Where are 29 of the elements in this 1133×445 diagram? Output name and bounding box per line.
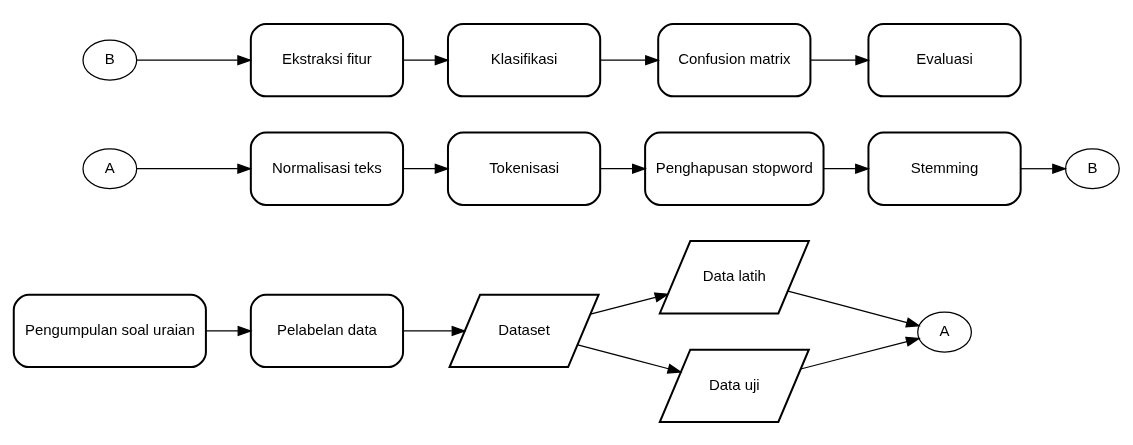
arrow xyxy=(136,162,253,174)
node-box: Tokenisasi xyxy=(446,131,602,206)
node-box: Pelabelan data xyxy=(249,293,405,368)
arrow xyxy=(599,54,661,65)
node-box: Klasifikasi xyxy=(446,22,602,97)
node-ellipse: B xyxy=(82,39,138,81)
node-box: Evaluasi xyxy=(867,22,1022,97)
arrow xyxy=(205,325,253,336)
arrow xyxy=(402,325,467,336)
arrow xyxy=(577,343,683,374)
node-ellipse: A xyxy=(82,147,138,189)
node-ellipse: A xyxy=(917,311,972,353)
node-box: Stemming xyxy=(867,131,1022,206)
node-ellipse: B xyxy=(1064,147,1120,189)
node-box: Confusion matrix xyxy=(657,22,812,97)
node-box: Normalisasi teks xyxy=(249,131,405,206)
arrow xyxy=(599,162,647,174)
arrow xyxy=(1020,162,1068,174)
arrow xyxy=(823,162,871,174)
node-box: Pengumpulan soal uraian xyxy=(12,293,207,368)
arrow xyxy=(589,291,670,315)
node-box: Ekstraksi fitur xyxy=(249,22,405,97)
arrow xyxy=(787,290,921,327)
node-box: Penghapusan stopword xyxy=(644,131,825,206)
arrow xyxy=(800,336,921,370)
arrow xyxy=(136,54,253,65)
arrow xyxy=(402,54,450,65)
arrow xyxy=(402,162,450,174)
arrow xyxy=(809,54,871,65)
